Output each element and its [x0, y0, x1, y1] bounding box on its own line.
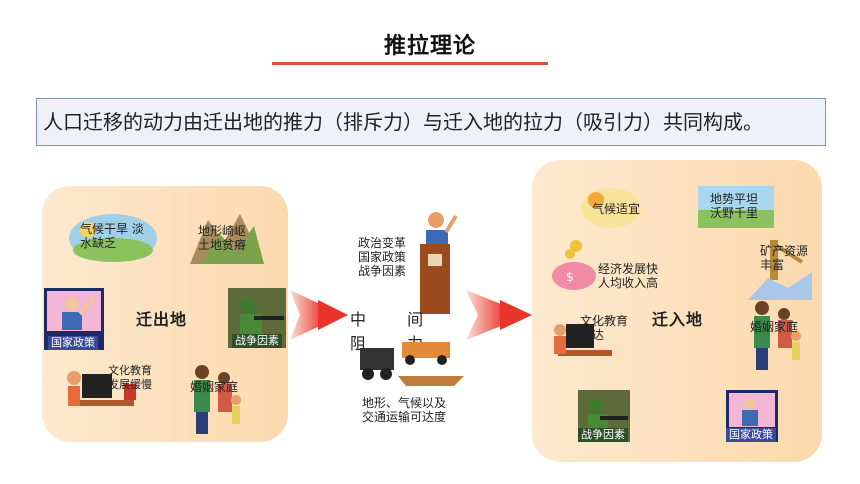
middle-geo-label: 地形、气候以及 交通运输可达度	[362, 396, 447, 424]
origin-education-label: 文化教育 发展缓慢	[108, 364, 152, 391]
dest-terrain-label: 地势平坦 沃野千里	[710, 192, 759, 220]
origin-name: 迁出地	[136, 310, 188, 329]
dest-marriage-label: 婚姻家庭	[750, 320, 799, 334]
middle-politics-label: 政治变革 国家政策 战争因素	[358, 236, 407, 278]
arrow-left	[290, 286, 348, 348]
svg-text:$: $	[566, 270, 574, 284]
transport-icon	[360, 338, 464, 392]
thesis-text: 人口迁移的动力由迁出地的推力（排斥力）与迁入地的拉力（吸引力）共同构成。	[43, 110, 763, 134]
arrow-right	[466, 286, 532, 348]
dest-family-icon	[748, 300, 804, 376]
dest-education-label: 文化教育 发达	[580, 314, 629, 342]
piggybank-icon: $	[550, 236, 600, 296]
dest-education-icon	[552, 318, 618, 374]
origin-terrain-label: 地形崎岖 土地贫瘠	[198, 224, 247, 252]
thesis-box: 人口迁移的动力由迁出地的推力（排斥力）与迁入地的拉力（吸引力）共同构成。	[36, 98, 826, 146]
drought-icon	[66, 208, 160, 270]
page-title: 推拉理论	[383, 34, 476, 59]
origin-war-label: 战争因素	[232, 334, 282, 348]
dest-minerals-label: 矿产资源 丰富	[760, 244, 809, 272]
climate-icon	[580, 186, 642, 234]
origin-drought-label: 气候干旱 淡水缺乏	[80, 222, 144, 250]
terrain-icon	[190, 212, 264, 268]
dest-war-label: 战争因素	[578, 428, 628, 442]
plain-icon	[698, 186, 774, 232]
mine-icon	[748, 238, 812, 304]
origin-policy-label: 国家政策	[48, 336, 98, 350]
destination-name: 迁入地	[652, 310, 704, 329]
origin-marriage-label: 婚姻家庭	[190, 380, 239, 394]
title-underline	[272, 62, 548, 65]
dest-policy-label: 国家政策	[726, 428, 776, 442]
education-icon	[64, 364, 142, 426]
dest-economy-label: 经济发展快 人均收入高	[598, 262, 659, 290]
family-icon	[188, 364, 244, 440]
speaker-icon	[410, 210, 460, 318]
dest-climate-label: 气候适宜	[592, 202, 641, 216]
